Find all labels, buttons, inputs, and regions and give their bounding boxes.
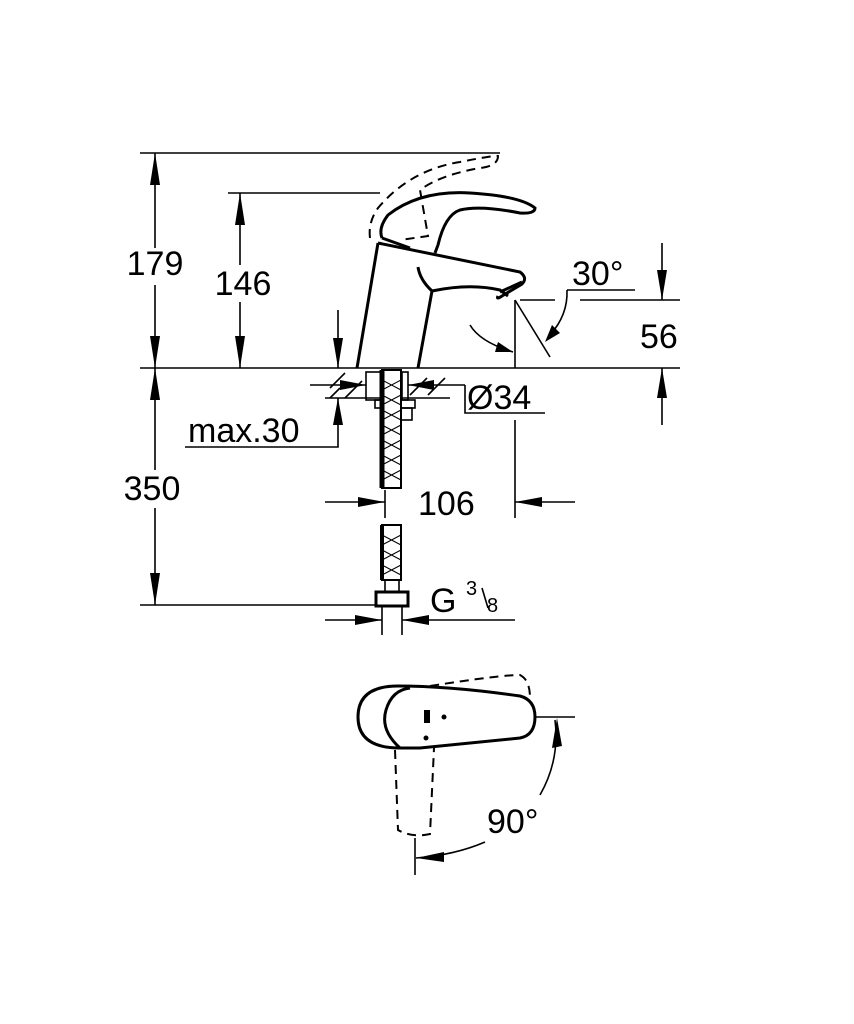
dimension-350: 350 [124,368,376,606]
dimension-label-179: 179 [127,245,184,283]
dimension-label-thread-numerator: 3 [466,578,477,600]
dimension-label-max-30: max.30 [188,412,300,450]
dimension-label-350: 350 [124,470,181,508]
spout-angle-30: 30° [469,255,680,368]
dimension-diameter-34: Ø34 [310,371,545,421]
dimension-label-56: 56 [640,318,678,356]
dimension-thread: G 3 8 [325,578,515,635]
faucet-body [355,154,537,369]
dimension-max-30: max.30 [185,310,343,450]
faucet-top-view: 90° [356,673,575,875]
supply-hose [374,369,410,608]
dimension-label-90-degrees: 90° [487,803,538,841]
dimension-179: 179 [127,152,500,368]
dimension-label-146: 146 [215,265,272,303]
dimension-106: 106 [325,420,575,523]
dimension-label-30-degrees: 30° [572,255,623,293]
dimension-label-thread-denominator: 8 [487,595,498,617]
dimension-146: 146 [215,192,380,368]
dimension-label-106: 106 [418,485,475,523]
dimension-label-diameter-34: Ø34 [467,379,531,417]
dimension-label-thread-g: G [430,582,456,620]
dimension-56: 56 [640,243,678,425]
